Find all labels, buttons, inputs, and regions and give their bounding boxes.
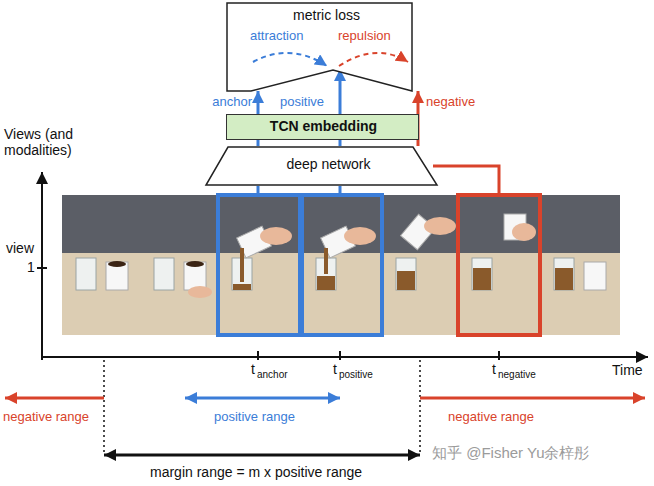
node-text: TCN embedding bbox=[227, 118, 420, 134]
video-frame bbox=[140, 195, 218, 335]
axis-tick bbox=[37, 267, 47, 269]
feed-line bbox=[433, 166, 499, 193]
table bbox=[302, 253, 382, 335]
anchor-frame bbox=[218, 195, 300, 335]
positive-frame bbox=[302, 195, 382, 335]
coffee bbox=[186, 261, 204, 267]
table bbox=[218, 253, 300, 335]
watermark: 知乎 @Fisher Yu余梓彤 bbox=[432, 444, 590, 461]
dotted-guide bbox=[103, 360, 105, 452]
glass bbox=[554, 258, 574, 290]
time-subscript: negative bbox=[498, 369, 536, 381]
feed-line bbox=[257, 186, 260, 193]
glass bbox=[472, 258, 492, 290]
hand bbox=[260, 227, 292, 245]
negative-frame bbox=[458, 195, 540, 335]
connector-arrow bbox=[257, 91, 260, 114]
table bbox=[140, 253, 218, 335]
table bbox=[382, 253, 458, 335]
video-frame bbox=[302, 195, 382, 335]
repulsion-arc bbox=[339, 53, 408, 66]
coffee bbox=[108, 261, 126, 267]
liquid bbox=[233, 284, 251, 290]
glass bbox=[76, 258, 96, 290]
carpet bbox=[140, 195, 218, 253]
range-label: negative range bbox=[3, 410, 89, 425]
video-frame bbox=[218, 195, 300, 335]
time-subscript: anchor bbox=[257, 369, 288, 381]
range-label: negative range bbox=[448, 410, 534, 425]
carpet bbox=[540, 195, 620, 253]
time-symbol: t bbox=[251, 361, 255, 377]
cup bbox=[106, 262, 128, 290]
view-label: view bbox=[6, 240, 34, 256]
carpet bbox=[382, 195, 458, 253]
cup bbox=[184, 262, 206, 290]
connector-arrow bbox=[257, 140, 260, 146]
node-text: metric loss bbox=[226, 7, 427, 23]
range-label: positive range bbox=[214, 410, 295, 425]
axis-tick bbox=[498, 351, 500, 360]
stream bbox=[240, 248, 244, 282]
range-arrow bbox=[5, 397, 104, 400]
axis-label: Time bbox=[612, 362, 643, 378]
time-symbol: t bbox=[492, 361, 496, 377]
video-frame bbox=[540, 195, 620, 335]
connector-arrow bbox=[339, 69, 342, 114]
feed-line bbox=[339, 186, 342, 193]
hand bbox=[188, 286, 212, 298]
dotted-guide bbox=[419, 360, 421, 452]
axis-tick bbox=[257, 351, 259, 360]
hand bbox=[512, 223, 536, 241]
range-arrow bbox=[185, 397, 340, 400]
range-label: margin range = m x positive range bbox=[150, 464, 362, 480]
liquid bbox=[317, 276, 335, 290]
node-text: repulsion bbox=[338, 29, 391, 44]
view-number: 1 bbox=[27, 259, 35, 275]
carpet bbox=[62, 195, 140, 253]
axis-tick bbox=[339, 351, 341, 360]
node-text: deep network bbox=[205, 156, 452, 172]
carpet bbox=[458, 195, 540, 253]
network-trapezoid: deep network bbox=[205, 146, 452, 186]
liquid bbox=[473, 268, 491, 290]
embedding-box: TCN embedding bbox=[226, 114, 419, 140]
time-axis bbox=[42, 356, 648, 358]
video-frame bbox=[382, 195, 458, 335]
node-text: attraction bbox=[250, 29, 303, 44]
liquid bbox=[555, 268, 573, 290]
video-frame bbox=[62, 195, 140, 335]
axis-title: Views (and modalities) bbox=[4, 126, 114, 158]
range-arrow bbox=[104, 454, 420, 457]
table bbox=[540, 253, 620, 335]
hand bbox=[424, 217, 456, 235]
attraction-arc bbox=[253, 53, 327, 66]
connector-arrow bbox=[339, 140, 342, 146]
view-axis bbox=[41, 172, 43, 360]
glass bbox=[154, 258, 174, 290]
range-arrow bbox=[420, 397, 645, 400]
video-frame bbox=[458, 195, 540, 335]
glass bbox=[396, 258, 416, 290]
edge-label: positive bbox=[280, 95, 324, 110]
table bbox=[62, 253, 140, 335]
edge-label: anchor bbox=[206, 95, 252, 110]
cup bbox=[584, 262, 606, 290]
hand bbox=[344, 227, 376, 245]
time-symbol: t bbox=[333, 361, 337, 377]
table bbox=[458, 253, 540, 335]
stream bbox=[324, 248, 328, 274]
edge-label: negative bbox=[426, 95, 475, 110]
time-subscript: positive bbox=[339, 369, 373, 381]
loss-box: metric loss attraction repulsion bbox=[226, 2, 427, 92]
liquid bbox=[397, 271, 415, 290]
